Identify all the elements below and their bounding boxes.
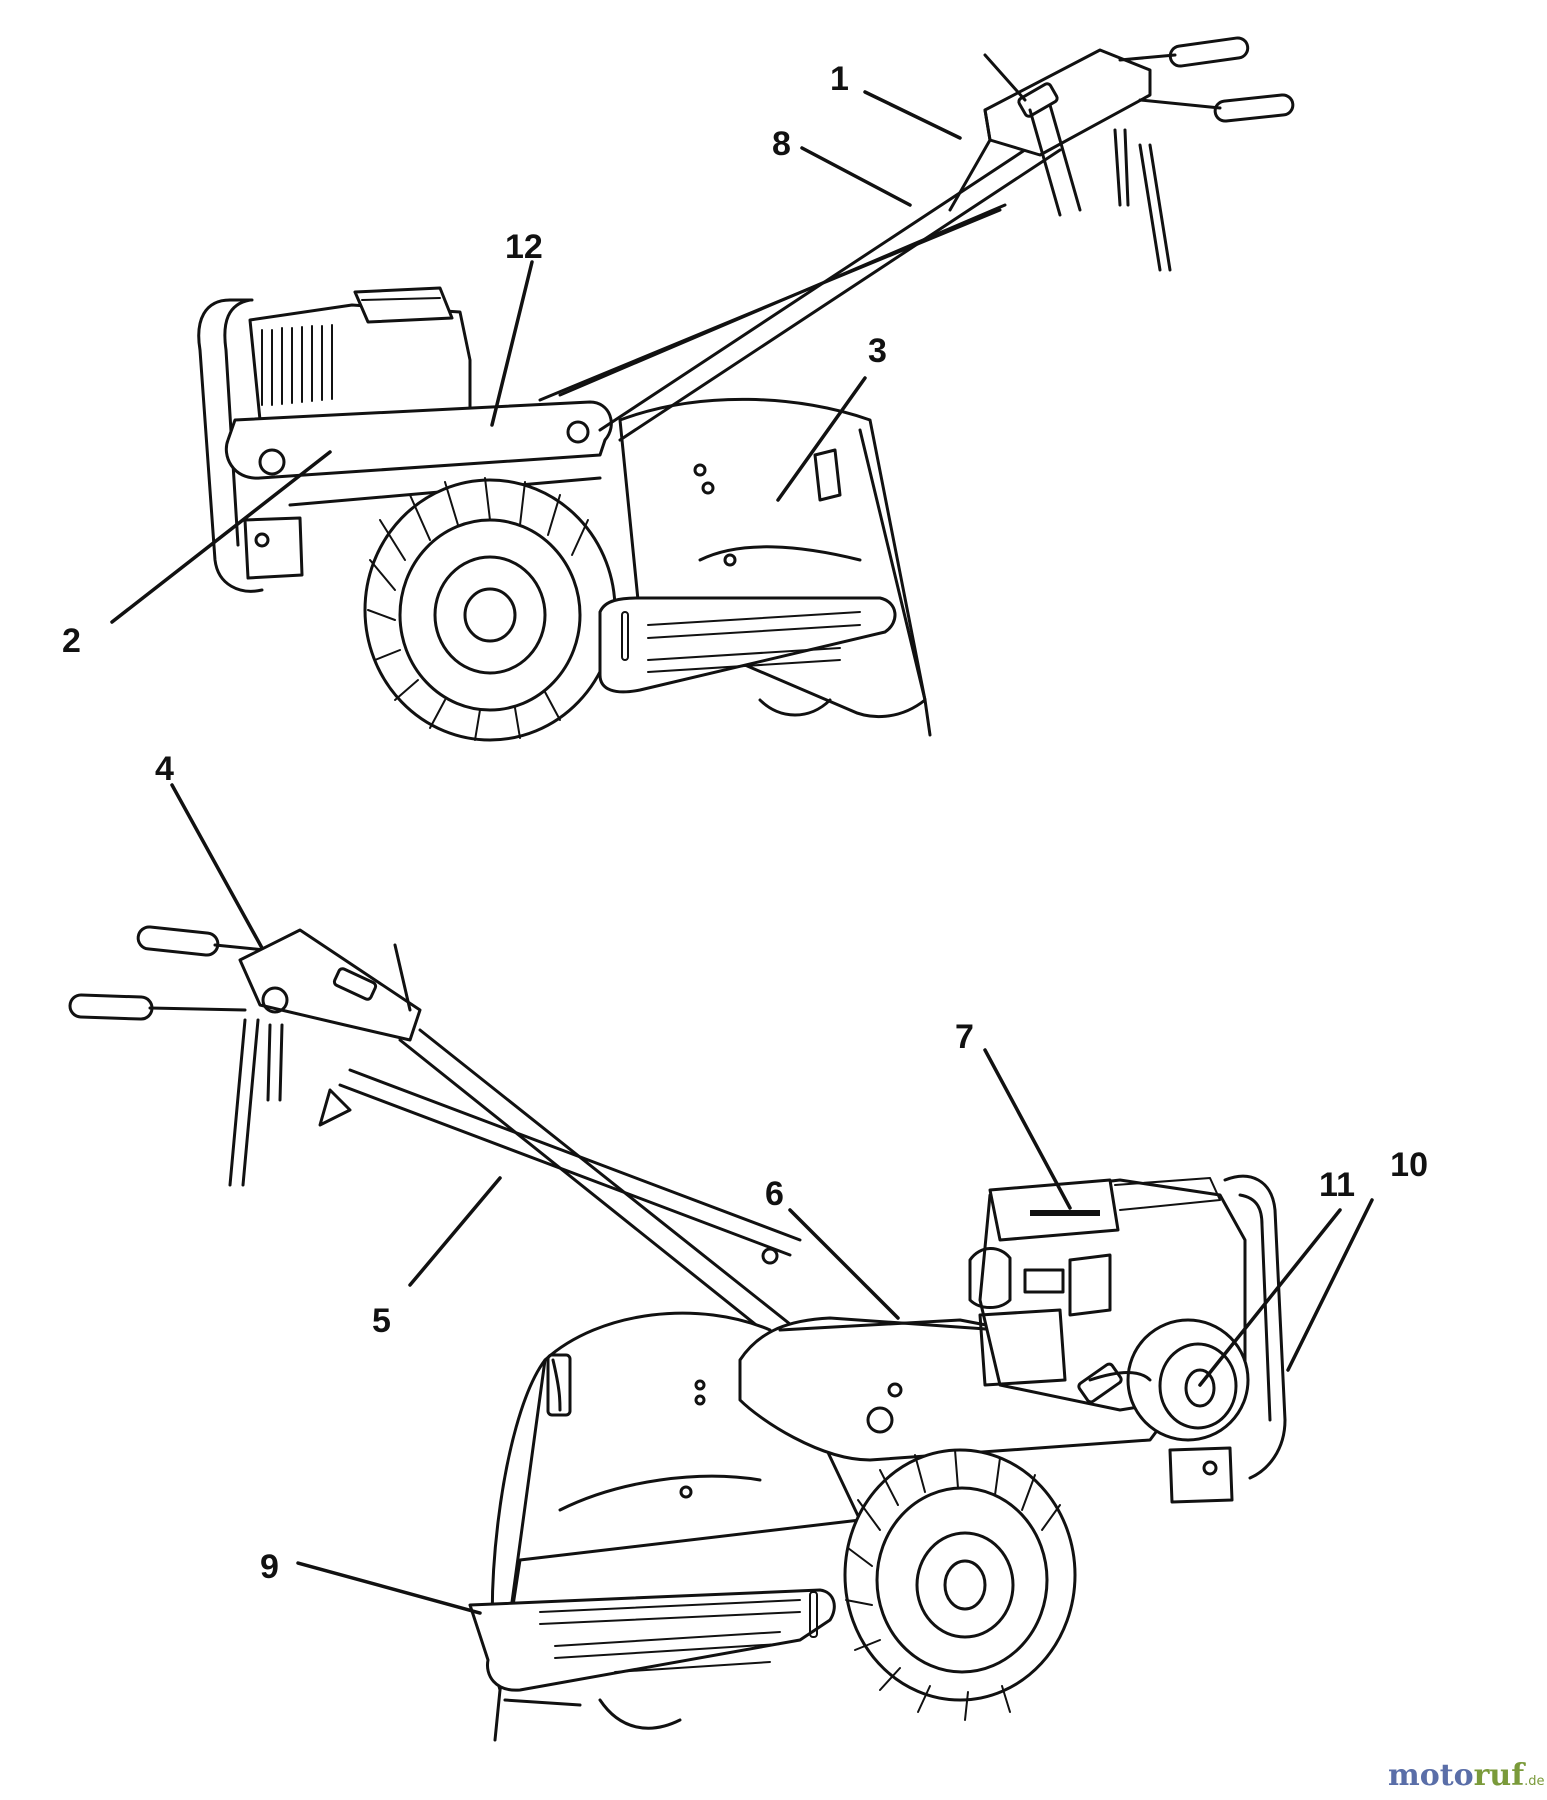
callout-2: 2 (62, 622, 81, 660)
watermark-part-a: moto (1388, 1758, 1474, 1793)
callout-7: 7 (955, 1018, 974, 1056)
callout-10: 10 (1390, 1146, 1428, 1184)
watermark: motoruf.de (1388, 1758, 1545, 1793)
lower-grip (68, 993, 154, 1021)
callout-6: 6 (765, 1175, 784, 1213)
right-grip (1168, 36, 1250, 68)
callout-5: 5 (372, 1302, 391, 1340)
upper-grip (136, 925, 220, 957)
callout-12: 12 (505, 228, 543, 266)
side-shield (598, 596, 897, 694)
callout-3: 3 (868, 332, 887, 370)
callout-11: 11 (1319, 1166, 1355, 1204)
drive-wheel (363, 477, 617, 742)
lower-drive-wheel (843, 1448, 1077, 1721)
air-cleaner (353, 286, 454, 324)
left-grip (1213, 93, 1295, 123)
watermark-part-b: ruf (1474, 1758, 1527, 1793)
callout-4: 4 (155, 750, 174, 788)
callout-8: 8 (772, 125, 791, 163)
callout-1: 1 (830, 60, 849, 98)
tiller-left-view: 1 8 12 3 2 (62, 36, 1295, 742)
svg-text:motoruf.de: motoruf.de (1388, 1758, 1545, 1793)
tiller-right-view: 4 5 6 7 10 11 9 (68, 750, 1428, 1742)
callout-9: 9 (260, 1548, 279, 1586)
watermark-suffix: .de (1524, 1774, 1544, 1789)
lower-handle-console (238, 928, 422, 1042)
